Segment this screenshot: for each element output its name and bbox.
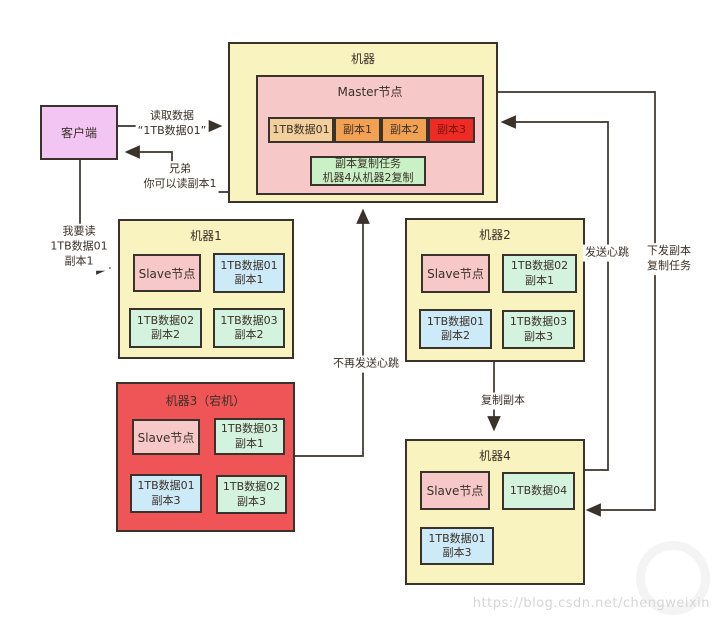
- arrow-no-heartbeat: [294, 208, 370, 457]
- block-line1: 1TB数据02: [510, 259, 569, 273]
- replication-task-box: 副本复制任务 机器4从机器2复制: [310, 156, 426, 186]
- client-box: 客户端: [40, 105, 118, 160]
- master-machine-title: 机器: [350, 52, 375, 66]
- machine3-block-2: 1TB数据01 副本3: [130, 474, 202, 513]
- machine2-box: 机器2 Slave节点 1TB数据02 副本1 1TB数据01 副本2 1TB数…: [405, 218, 585, 362]
- block-line1: 1TB数据03: [509, 315, 568, 329]
- block-line2: 副本2: [441, 329, 470, 342]
- machine2-block-3: 1TB数据03 副本3: [502, 310, 575, 349]
- machine2-block-2: 1TB数据01 副本2: [419, 309, 492, 349]
- block-line1: 1TB数据02: [136, 313, 195, 327]
- block-line2: 副本2: [151, 328, 180, 341]
- copy-task-line1: 下发副本: [647, 244, 691, 258]
- block-line2: 副本1: [525, 273, 554, 287]
- master-node-box: Master节点 1TB数据01 副本1 副本2 副本3 副本复制任务 机器4从…: [256, 75, 484, 195]
- read-request-line1: 读取数据: [149, 109, 194, 123]
- csdn-url-watermark: https://blog.csdn.net/chengweixin: [472, 596, 710, 611]
- block-line1: 1TB数据03: [220, 313, 278, 327]
- machine1-title: 机器1: [190, 229, 222, 243]
- arrow-copy-task: [498, 91, 656, 517]
- machine2-block-1: 1TB数据02 副本1: [502, 254, 577, 293]
- master-replica3-block: 副本3: [428, 117, 475, 143]
- master-replica2-block: 副本2: [381, 117, 428, 143]
- read-response-line2: 你可以读副本1: [143, 177, 217, 190]
- block-line2: 副本2: [234, 328, 264, 341]
- machine1-block-3: 1TB数据03 副本2: [213, 308, 285, 348]
- block-line2: 副本1: [235, 436, 264, 450]
- machine4-box: 机器4 Slave节点 1TB数据04 1TB数据01 副本3: [405, 439, 585, 585]
- no-heartbeat-label: 不再发送心跳: [331, 355, 401, 373]
- task-line1: 副本复制任务: [335, 156, 401, 170]
- block-label: 1TB数据01: [272, 122, 330, 136]
- machine4-slave-node: Slave节点: [420, 471, 490, 510]
- machine3-slave-node: Slave节点: [132, 419, 200, 455]
- block-line2: 副本3: [524, 329, 553, 343]
- client-label: 客户端: [60, 126, 97, 140]
- machine4-title: 机器4: [479, 449, 511, 463]
- task-line2: 机器4从机器2复制: [322, 171, 414, 184]
- block-line1: 1TB数据01: [426, 314, 485, 328]
- heartbeat-label: 发送心跳: [583, 244, 631, 262]
- arrow-heartbeat: [500, 115, 609, 471]
- block-line1: 1TB数据01: [220, 258, 278, 272]
- block-line1: 1TB数据02: [222, 480, 281, 494]
- block-line1: 1TB数据01: [137, 479, 195, 493]
- machine3-block-1: 1TB数据03 副本1: [214, 418, 285, 455]
- machine3-title: 机器3（宕机）: [165, 394, 246, 408]
- machine1-block-1: 1TB数据01 副本1: [213, 253, 285, 293]
- machine3-block-3: 1TB数据02 副本3: [216, 475, 287, 514]
- node-label: Slave节点: [427, 267, 484, 281]
- copy-task-label: 下发副本 复制任务: [645, 243, 693, 275]
- copy-replica-label: 复制副本: [479, 392, 527, 410]
- block-line1: 1TB数据03: [220, 422, 279, 436]
- read-request-line2: “1TB数据01”: [137, 124, 207, 137]
- master-node-title: Master节点: [337, 85, 403, 99]
- block-line2: 副本1: [234, 273, 264, 286]
- block-line2: 副本3: [151, 493, 181, 507]
- read-replica-line2: 1TB数据01: [50, 239, 108, 253]
- machine3-down-box: 机器3（宕机） Slave节点 1TB数据03 副本1 1TB数据01 副本3 …: [116, 382, 295, 532]
- csdn-logo-watermark: [636, 541, 710, 615]
- read-response-label: 兄弟 你可以读副本1: [141, 161, 219, 193]
- read-replica-line3: 副本1: [64, 254, 94, 268]
- machine1-box: 机器1 Slave节点 1TB数据01 副本1 1TB数据02 副本2 1TB数…: [118, 219, 294, 359]
- block-line2: 副本3: [442, 546, 472, 559]
- node-label: Slave节点: [426, 484, 484, 498]
- master-data-block: 1TB数据01: [268, 117, 334, 143]
- machine2-slave-node: Slave节点: [421, 254, 490, 293]
- machine4-block-2: 1TB数据01 副本3: [420, 527, 494, 565]
- machine2-title: 机器2: [479, 228, 511, 242]
- block-line1: 1TB数据01: [428, 531, 486, 545]
- node-label: Slave节点: [137, 430, 195, 445]
- block-label: 副本3: [437, 122, 466, 136]
- master-machine-box: 机器 Master节点 1TB数据01 副本1 副本2 副本3 副本复制任务 机…: [228, 42, 498, 203]
- copy-task-line2: 复制任务: [647, 259, 691, 272]
- read-response-line1: 兄弟: [169, 162, 191, 176]
- read-replica-label: 我要读 1TB数据01 副本1: [48, 223, 110, 271]
- node-label: Slave节点: [138, 266, 196, 281]
- block-line1: 1TB数据04: [509, 483, 568, 497]
- block-label: 副本1: [343, 122, 372, 136]
- machine1-block-2: 1TB数据02 副本2: [129, 308, 202, 348]
- block-line2: 副本3: [237, 494, 266, 508]
- machine1-slave-node: Slave节点: [133, 254, 201, 292]
- read-request-label: 读取数据 “1TB数据01”: [135, 108, 209, 140]
- block-label: 副本2: [390, 122, 419, 136]
- machine4-block-1: 1TB数据04: [502, 472, 575, 510]
- read-replica-line1: 我要读: [62, 224, 96, 238]
- master-replica1-block: 副本1: [334, 117, 381, 143]
